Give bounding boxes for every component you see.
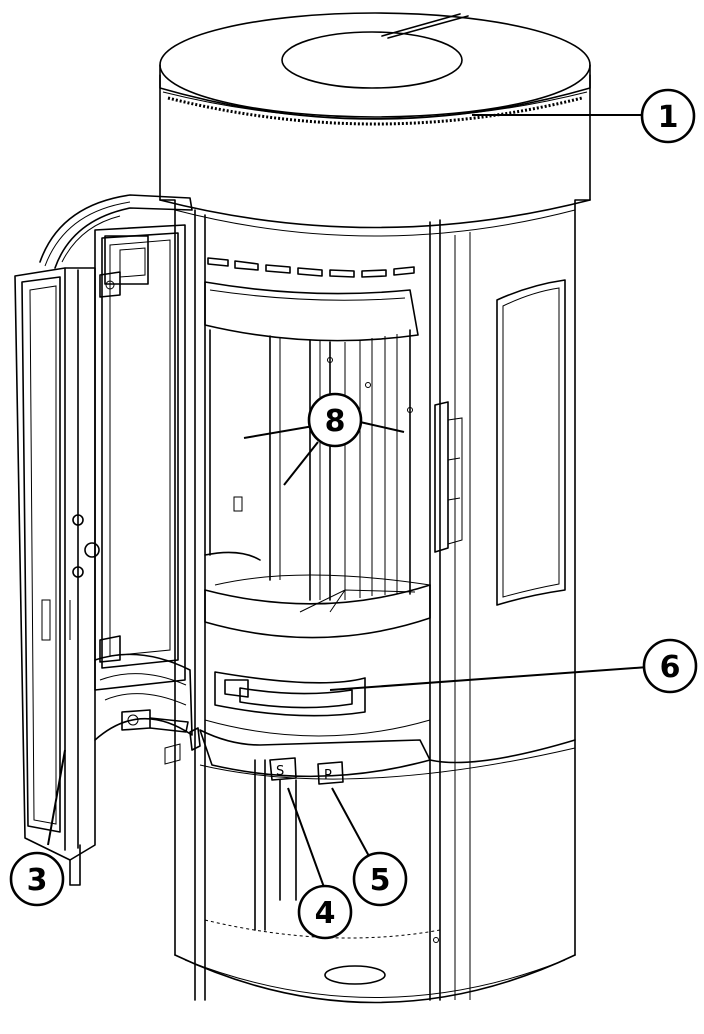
callout-5: 5 — [352, 851, 408, 907]
callout-8-label: 8 — [325, 404, 346, 439]
leader-lines — [47, 114, 649, 891]
stove-top-lid — [159, 12, 591, 126]
callout-4-label: 4 — [315, 896, 336, 931]
air-control-levers: S P — [269, 757, 344, 901]
callout-6-label: 6 — [660, 650, 681, 685]
lever-s-label: S — [276, 764, 284, 779]
callout-1-label: 1 — [658, 100, 679, 135]
stove-body — [159, 74, 591, 1004]
lever-p-label: P — [324, 768, 332, 783]
ash-drawer — [199, 671, 576, 780]
firebox — [194, 209, 463, 1001]
open-door — [14, 194, 201, 886]
callout-3: 3 — [9, 851, 65, 907]
callout-4: 4 — [297, 884, 353, 940]
callout-6: 6 — [642, 638, 698, 694]
callout-1: 1 — [640, 88, 696, 144]
callout-5-label: 5 — [370, 863, 391, 898]
callout-8: 8 — [307, 392, 363, 448]
callout-3-label: 3 — [27, 863, 48, 898]
